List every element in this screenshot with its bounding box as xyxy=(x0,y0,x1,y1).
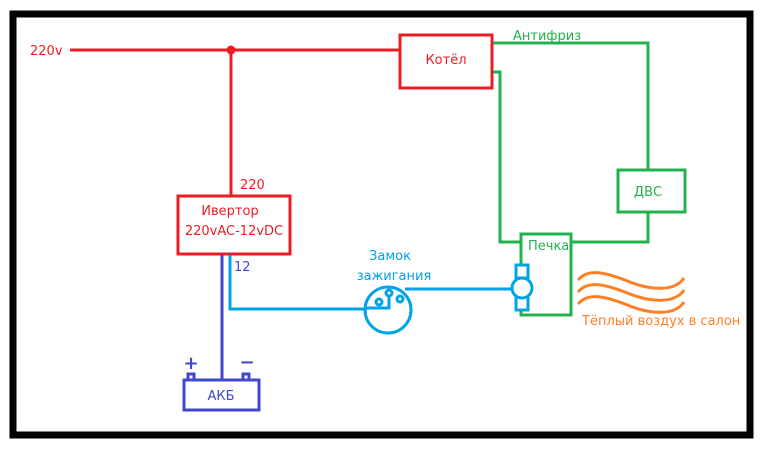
inverter-input-label: 220 xyxy=(240,178,265,193)
inverter-label-line1: Ивертор xyxy=(201,204,258,219)
boiler-label: Котёл xyxy=(425,53,466,68)
ignition-switch-icon xyxy=(363,285,413,335)
engine-label: ДВС xyxy=(634,185,662,200)
warm-air-icon xyxy=(576,271,686,314)
coolant-line-bottom xyxy=(572,213,650,244)
fan-motor-top xyxy=(514,263,530,280)
battery-box xyxy=(182,378,261,412)
warm-air-label: Тёплый воздух в салон xyxy=(581,314,740,329)
ignition-label-line1: Замок xyxy=(369,249,411,264)
battery-minus-label: − xyxy=(239,352,254,373)
diagram-frame xyxy=(9,10,754,439)
coolant-line-left xyxy=(493,70,520,244)
battery-label: АКБ xyxy=(207,389,234,404)
battery-terminal-minus xyxy=(241,372,251,382)
inverter-label-line2: 220vAC-12vDC xyxy=(185,224,283,239)
battery-terminal-plus xyxy=(186,372,196,382)
mains-label: 220v xyxy=(30,44,63,59)
heater-label: Печка xyxy=(528,239,569,254)
antifreeze-label: Антифриз xyxy=(513,29,581,44)
inverter-output-label: 12 xyxy=(234,260,251,275)
ignition-feed-line xyxy=(228,255,367,311)
ignition-label-line2: зажигания xyxy=(357,269,432,284)
engine-box xyxy=(616,168,687,214)
fan-motor-icon xyxy=(510,276,534,300)
coolant-line-top xyxy=(493,41,650,170)
battery-plus-label: + xyxy=(183,353,198,374)
inverter-box xyxy=(176,194,292,256)
boiler-box xyxy=(398,33,494,90)
